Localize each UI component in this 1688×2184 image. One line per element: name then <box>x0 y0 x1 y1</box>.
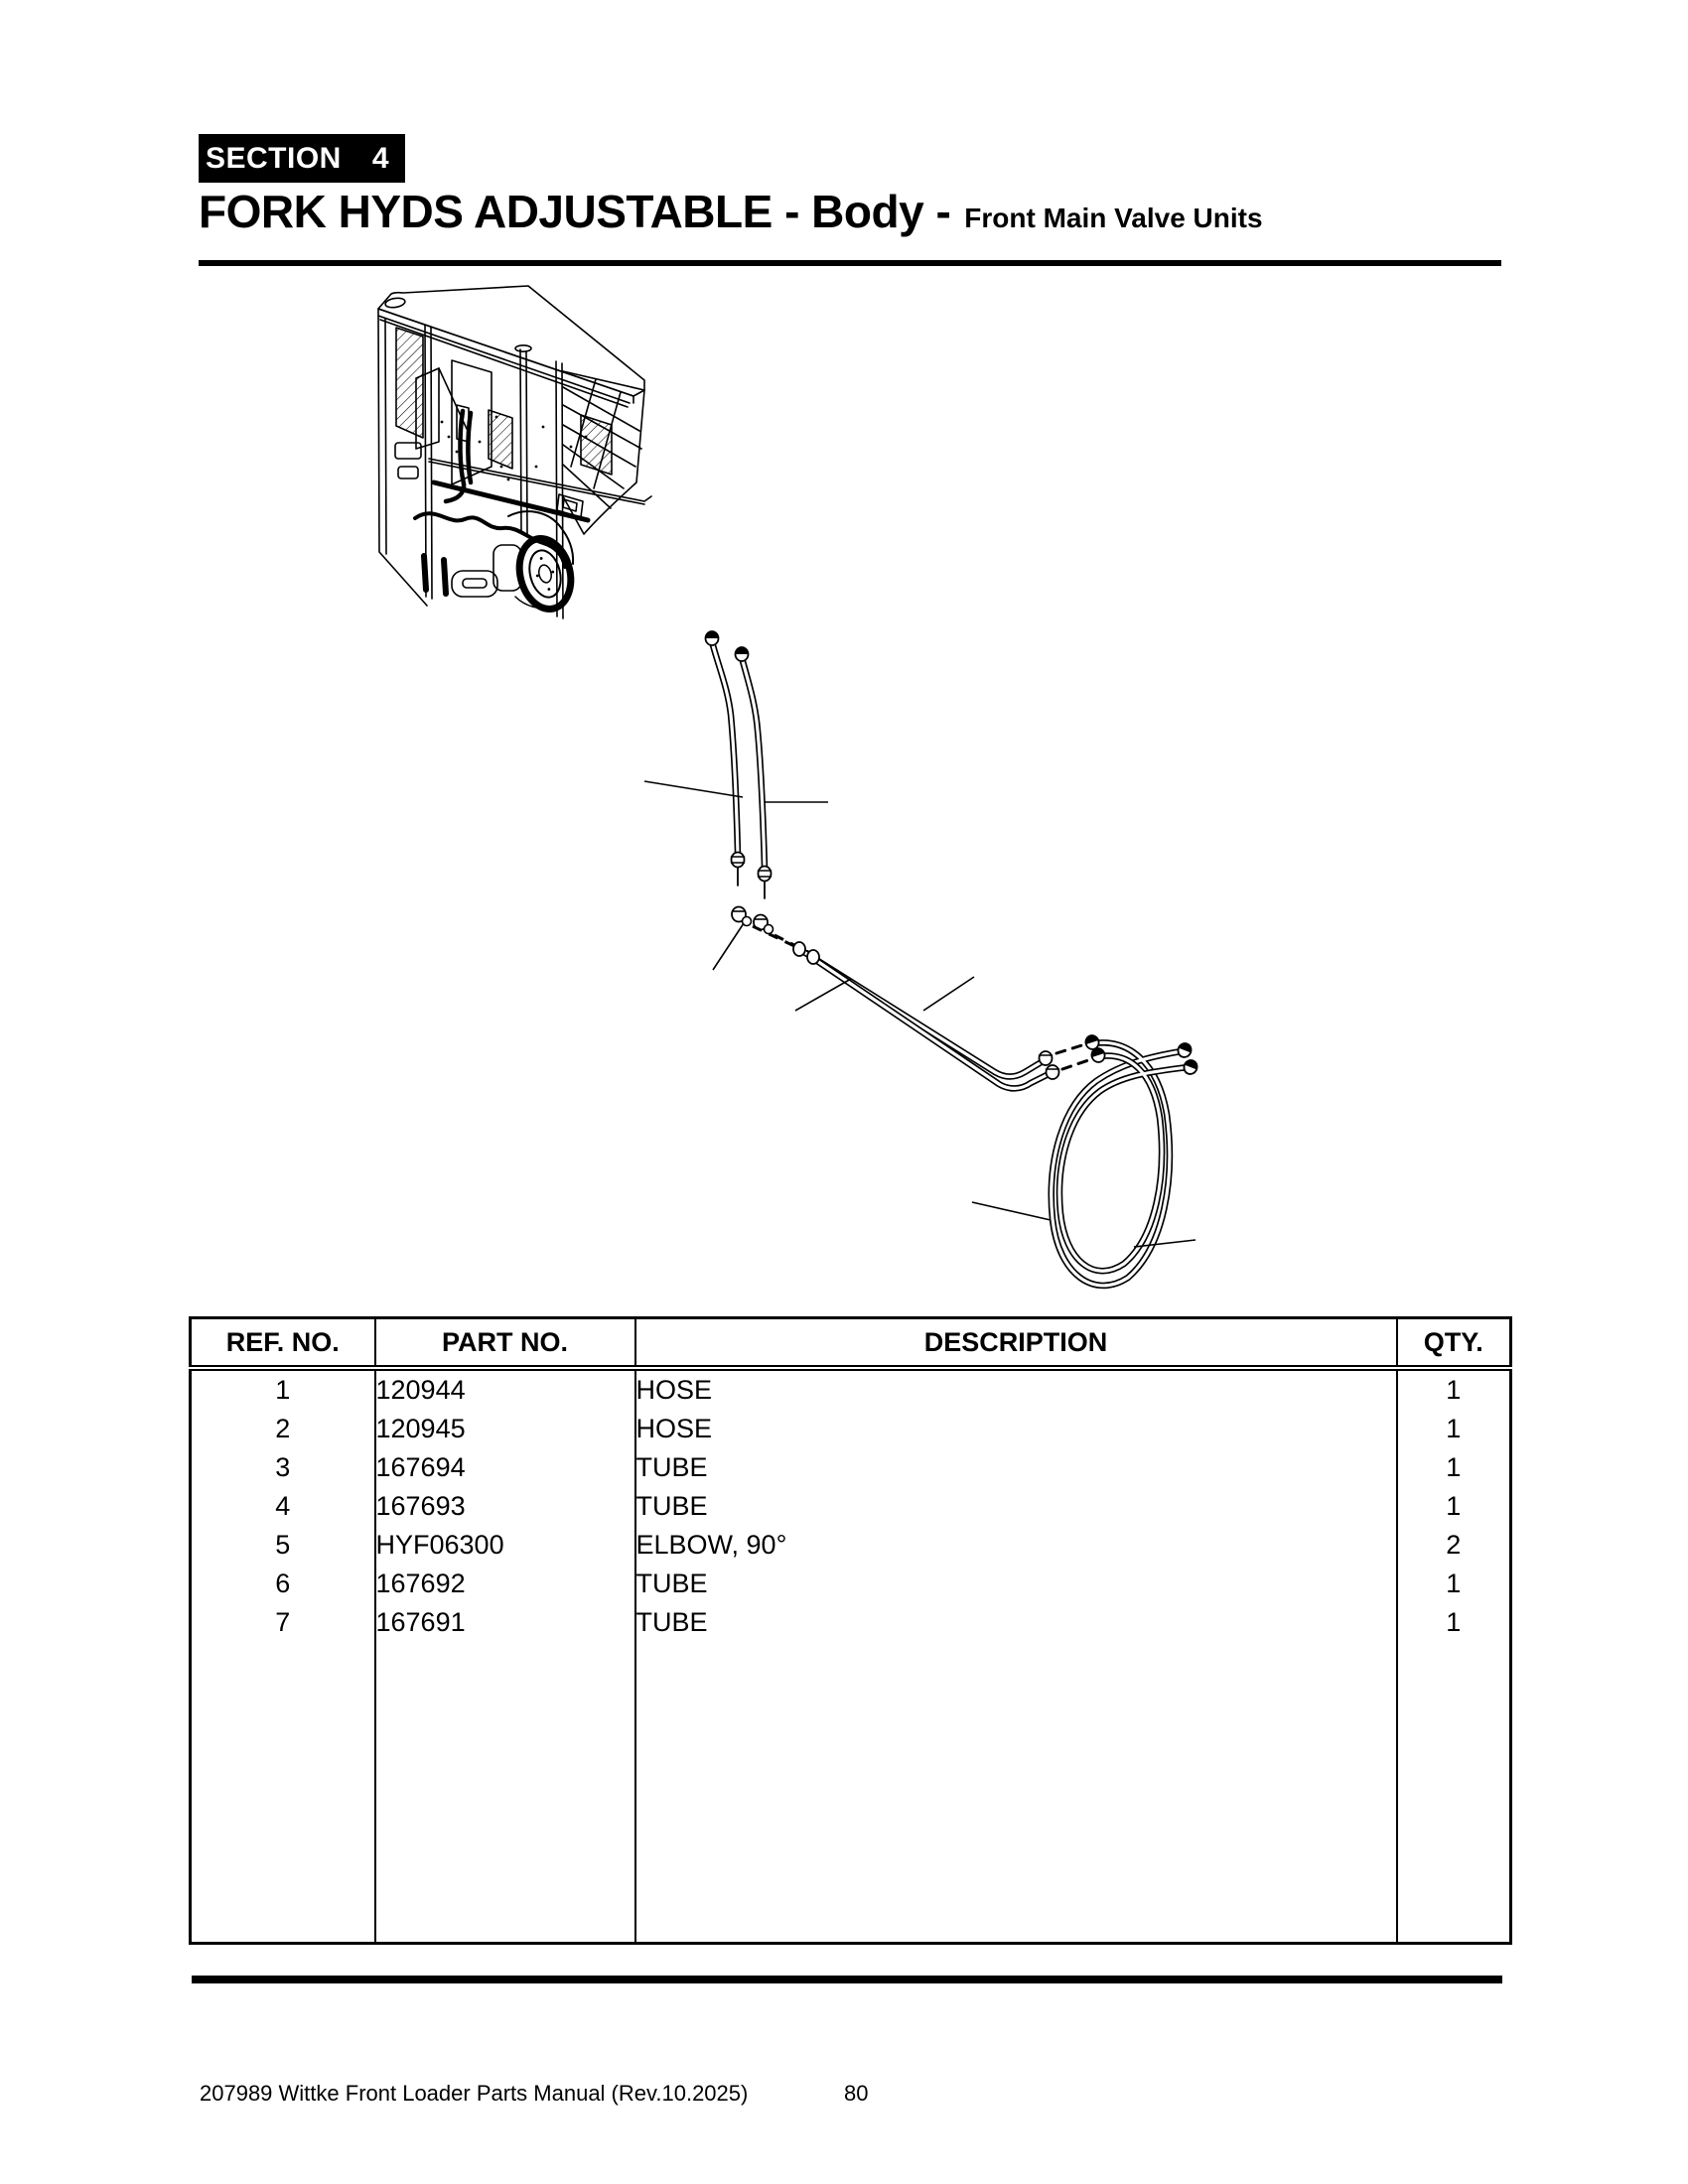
cell-desc: TUBE <box>634 1448 1398 1487</box>
cell-qty: 2 <box>1446 1530 1462 1560</box>
page-title-main: FORK HYDS ADJUSTABLE - Body - <box>199 186 951 237</box>
cell-ref: 6 <box>190 1565 376 1603</box>
exploded-parts-figure <box>377 285 1198 1310</box>
table-filler-row <box>190 1642 1511 1944</box>
cell-desc: HOSE <box>634 1368 1398 1410</box>
page-title-sub: Front Main Valve Units <box>964 203 1263 233</box>
cell-empty <box>374 1642 636 1944</box>
cell-ref: 7 <box>190 1603 376 1642</box>
cell-desc: HOSE <box>634 1410 1398 1448</box>
cell-part: 120945 <box>374 1410 636 1448</box>
vertical-tubes <box>704 630 773 899</box>
table-header-row: REF. NO. PART NO. DESCRIPTION QTY. <box>190 1317 1511 1371</box>
col-header-ref-no: REF. NO. <box>190 1317 376 1371</box>
cell-part: 167694 <box>374 1448 636 1487</box>
cell-part: HYF06300 <box>374 1526 636 1565</box>
cell-part: 167693 <box>374 1487 636 1526</box>
cell-desc: TUBE <box>634 1603 1398 1642</box>
cell-qty: 1 <box>1446 1414 1462 1443</box>
cell-ref: 1 <box>190 1368 376 1410</box>
footer-page-number: 80 <box>844 2081 869 2106</box>
cell-qty: 1 <box>1446 1452 1462 1482</box>
cell-ref: 2 <box>190 1410 376 1448</box>
rivet-dots <box>440 415 588 503</box>
col-header-qty: QTY. <box>1396 1317 1511 1371</box>
title-rule <box>199 260 1501 266</box>
cell-qty: 1 <box>1446 1569 1462 1598</box>
footer-manual-ref: 207989 Wittke Front Loader Parts Manual … <box>200 2081 749 2106</box>
cell-qty: 1 <box>1446 1491 1462 1521</box>
coiled-hoses <box>1052 1034 1198 1286</box>
cell-desc: ELBOW, 90° <box>634 1526 1398 1565</box>
cell-ref: 3 <box>190 1448 376 1487</box>
col-header-description: DESCRIPTION <box>634 1317 1398 1371</box>
cell-empty <box>634 1642 1398 1944</box>
cell-part: 167692 <box>374 1565 636 1603</box>
section-badge: SECTION 4 <box>199 134 405 183</box>
bottom-rule <box>192 1976 1502 1983</box>
cell-qty: 1 <box>1446 1375 1462 1405</box>
cell-desc: TUBE <box>634 1487 1398 1526</box>
section-label: SECTION <box>206 141 342 175</box>
page-title: FORK HYDS ADJUSTABLE - Body - Front Main… <box>199 185 1509 240</box>
cell-ref: 4 <box>190 1487 376 1526</box>
cell-empty <box>1397 1642 1511 1944</box>
cell-qty: 1 <box>1446 1607 1462 1637</box>
cell-empty <box>190 1642 376 1944</box>
cell-part: 120944 <box>374 1368 636 1410</box>
transfer-tubes <box>792 941 1096 1088</box>
cell-part: 167691 <box>374 1603 636 1642</box>
section-number: 4 <box>371 141 389 175</box>
elbow-fittings <box>731 905 813 956</box>
truck-body-drawing <box>377 285 652 619</box>
col-header-part-no: PART NO. <box>374 1317 636 1371</box>
cell-desc: TUBE <box>634 1565 1398 1603</box>
cell-ref: 5 <box>190 1526 376 1565</box>
leader-lines <box>643 780 1196 1248</box>
